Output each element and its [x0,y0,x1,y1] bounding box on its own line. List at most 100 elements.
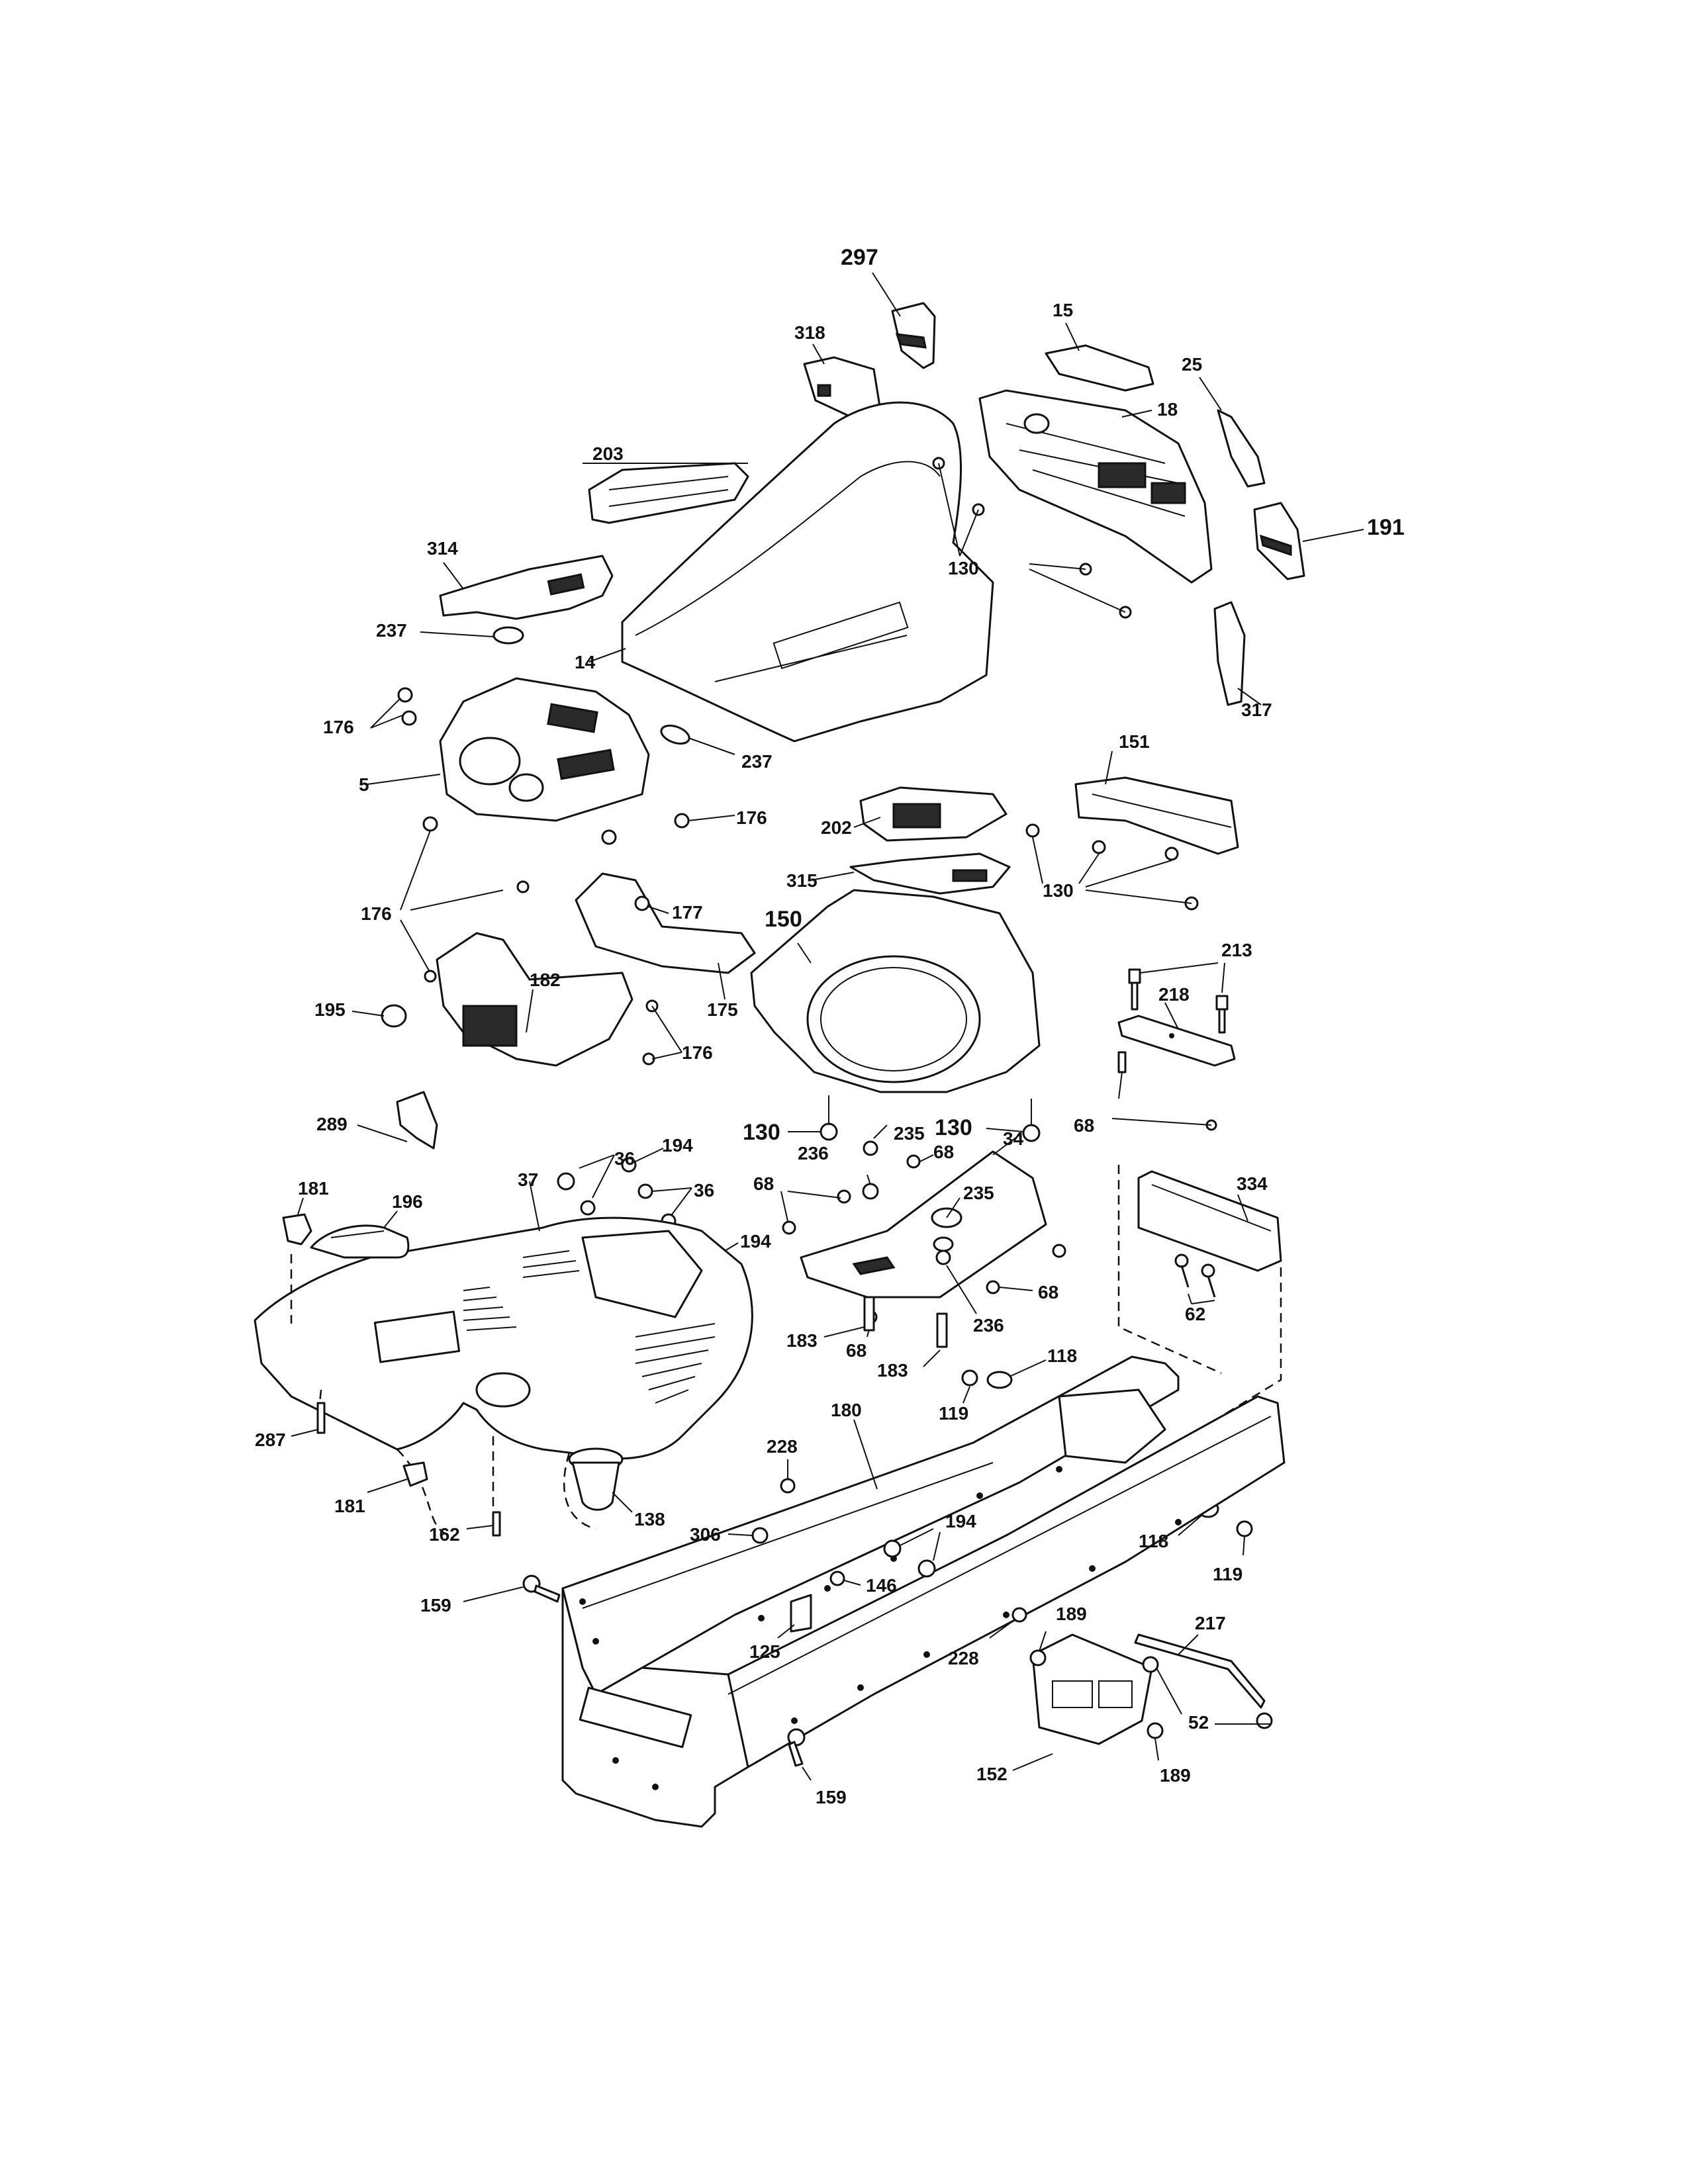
nuts-194-frame [883,1528,941,1578]
bolts-183 [823,1296,948,1367]
bolts-68-right [1111,1051,1217,1131]
callout-68-b: 68 [933,1142,954,1162]
part-315 [810,852,1011,895]
callout-235-a: 235 [894,1123,925,1144]
part-182 [436,932,633,1067]
callout-150: 150 [765,907,802,932]
callout-119-b: 119 [1213,1564,1243,1584]
callout-36-a: 36 [614,1148,635,1169]
callout-152: 152 [976,1764,1008,1784]
part-287 [291,1402,326,1437]
bolts-213 [1128,962,1229,1034]
callout-195: 195 [314,999,346,1020]
washers-236 [867,1174,977,1314]
callout-36-b: 36 [694,1180,714,1201]
part-237-lower [660,724,735,755]
callout-159-b: 159 [816,1787,847,1807]
part-14 [588,401,994,743]
part-317 [1213,601,1262,706]
part-180 [561,1355,1286,1828]
callout-176-b: 176 [736,807,767,828]
bolts-62 [1174,1253,1216,1304]
callout-315: 315 [786,870,818,891]
callout-306: 306 [690,1524,721,1545]
callout-177: 177 [672,902,703,923]
screws-130-bracket [1025,823,1199,911]
callout-218: 218 [1158,984,1190,1005]
callout-68-d: 68 [1038,1282,1058,1302]
callout-130-bracket: 130 [1043,880,1074,901]
callout-34: 34 [1003,1128,1024,1149]
fasteners-176 [400,813,735,983]
part-138 [568,1447,633,1513]
part-217 [1134,1633,1266,1709]
part-218 [1117,1002,1236,1067]
part-25 [1199,377,1266,488]
callout-68-e: 68 [846,1340,867,1361]
part-181-upper [282,1197,312,1246]
callout-119-a: 119 [939,1403,968,1424]
part-18 [978,389,1213,584]
callout-236-b: 236 [973,1315,1004,1336]
callout-130-right: 130 [935,1115,972,1140]
callout-182: 182 [530,970,561,990]
callout-146: 146 [866,1575,897,1596]
callout-194-b: 194 [740,1231,771,1251]
part-191 [1253,502,1364,580]
callout-175: 175 [707,999,738,1020]
callout-52: 52 [1188,1712,1209,1733]
callout-130-top: 130 [948,558,979,578]
part-195 [352,1004,407,1028]
callout-68-c: 68 [753,1173,774,1194]
callout-228-a: 228 [767,1436,798,1457]
callout-138: 138 [634,1509,665,1529]
callout-181-b: 181 [334,1496,365,1516]
vent-holes [463,1250,716,1404]
callout-317: 317 [1241,700,1272,720]
part-152 [1012,1633,1153,1771]
callout-194-c: 194 [945,1511,976,1531]
fasteners-176-lower [642,999,682,1066]
callout-125: 125 [749,1641,780,1662]
part-150 [750,889,1041,1093]
callout-318: 318 [794,322,825,343]
callout-62: 62 [1185,1304,1205,1324]
part-125 [777,1594,812,1639]
callout-18: 18 [1157,399,1178,420]
washers-235 [862,1124,961,1218]
dash-frame-334 [1117,1165,1282,1418]
callout-162: 162 [429,1524,460,1545]
part-37 [254,1181,753,1460]
callout-14: 14 [575,652,596,672]
part-151 [1074,751,1239,855]
part-314 [439,555,614,620]
callout-202: 202 [821,817,852,838]
callout-196: 196 [392,1191,423,1212]
callout-68-a: 68 [1074,1115,1094,1136]
callout-228-b: 228 [948,1648,979,1668]
screws-130-top [932,457,1132,619]
callout-237-upper: 237 [376,620,407,641]
callout-180: 180 [831,1400,862,1420]
nut-306 [727,1527,769,1544]
callout-203: 203 [592,443,624,464]
callout-181-a: 181 [298,1178,329,1199]
part-175 [575,872,756,1000]
part-334 [1137,1170,1282,1272]
callout-151: 151 [1119,731,1150,752]
callout-176-d: 176 [682,1042,713,1063]
callout-235-b: 235 [963,1183,994,1203]
callout-237-lower: 237 [741,751,773,772]
part-203 [583,462,749,524]
callout-176-c: 176 [361,903,392,924]
callout-236-a: 236 [798,1143,829,1163]
callout-189-a: 189 [1056,1604,1087,1624]
callout-194-a: 194 [662,1135,693,1156]
callout-130-left: 130 [743,1120,780,1145]
callout-118-b: 118 [1139,1531,1168,1551]
part-202 [853,786,1008,842]
callout-191: 191 [1367,515,1405,540]
callout-314: 314 [427,538,458,559]
callout-176-a: 176 [323,717,354,737]
